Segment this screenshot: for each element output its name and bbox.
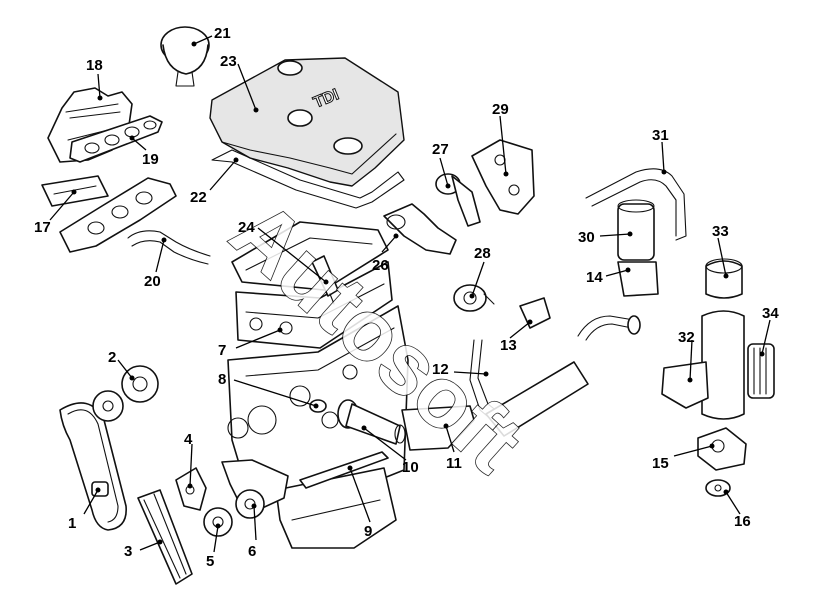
part-valve-cover (231, 221, 389, 291)
part-pan-bracket (401, 405, 475, 451)
part-intake-gasket (59, 177, 177, 253)
callout-6: 6 (248, 543, 256, 560)
part-pump-28 (453, 284, 495, 312)
part-hose-31 (585, 168, 687, 241)
callout-14: 14 (586, 269, 603, 286)
callout-16: 16 (734, 513, 751, 530)
callout-33: 33 (712, 223, 729, 240)
part-water-pump (221, 459, 289, 519)
callout-11: 11 (446, 455, 462, 472)
part-cover-seal (211, 149, 405, 209)
part-coolant-hose-20 (127, 230, 211, 265)
part-vacuum-reservoir (160, 26, 210, 87)
callout-17: 17 (34, 219, 51, 236)
part-oil-filter-cap (705, 258, 743, 299)
callout-13: 13 (500, 337, 517, 354)
part-dipstick-tube (299, 451, 389, 489)
callout-12: 12 (432, 361, 449, 378)
callout-19: 19 (142, 151, 159, 168)
part-bracket-15 (697, 427, 747, 471)
callout-27: 27 (432, 141, 449, 158)
part-engine-cover: TDI (209, 57, 405, 187)
callout-7: 7 (218, 342, 226, 359)
part-intermediate-shaft (337, 399, 406, 445)
callout-20: 20 (144, 273, 161, 290)
part-timing-belt (59, 402, 127, 531)
callout-29: 29 (492, 101, 509, 118)
part-injector (311, 255, 339, 305)
part-thermostat-housing (383, 203, 457, 255)
callout-32: 32 (678, 329, 695, 346)
part-filter-bracket (617, 261, 659, 297)
callout-24: 24 (238, 219, 255, 236)
part-pipe-assembly (469, 315, 641, 437)
callout-9: 9 (364, 523, 372, 540)
callout-31: 31 (652, 127, 669, 144)
part-coolant-flange (435, 173, 481, 227)
part-cylinder-head (235, 261, 393, 349)
part-sprocket (203, 507, 233, 537)
callout-34: 34 (762, 305, 779, 322)
callout-30: 30 (578, 229, 595, 246)
callout-28: 28 (474, 245, 491, 262)
part-valve-13 (519, 297, 551, 329)
callouts: 1 2 3 4 5 6 7 8 9 10 11 12 13 14 15 16 1… (34, 25, 779, 570)
callout-10: 10 (402, 459, 419, 476)
part-filter-element (747, 343, 775, 399)
part-cam-pulley (92, 365, 159, 422)
callout-3: 3 (124, 543, 132, 560)
callout-22: 22 (190, 189, 207, 206)
callout-18: 18 (86, 57, 103, 74)
part-chain (137, 489, 193, 585)
leader-lines (49, 35, 771, 553)
part-manifold-gasket (69, 115, 163, 163)
callout-1: 1 (68, 515, 76, 532)
callout-8: 8 (218, 371, 226, 388)
part-filter-30 (617, 199, 655, 261)
callout-23: 23 (220, 53, 237, 70)
part-oil-filter-housing (661, 310, 745, 420)
callout-5: 5 (206, 553, 214, 570)
callout-26: 26 (372, 257, 389, 274)
callout-2: 2 (108, 349, 116, 366)
callout-15: 15 (652, 455, 669, 472)
callout-21: 21 (214, 25, 231, 42)
callout-4: 4 (184, 431, 193, 448)
leader-dots (71, 41, 765, 545)
